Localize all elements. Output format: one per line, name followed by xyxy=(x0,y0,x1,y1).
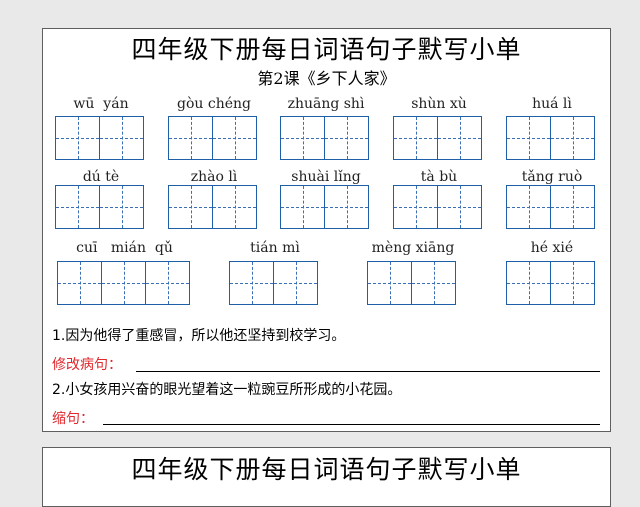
character-grid[interactable] xyxy=(55,116,144,160)
grid-cell[interactable] xyxy=(506,116,551,160)
sentence-two: 2.小女孩用兴奋的眼光望着这一粒豌豆所形成的小花园。 xyxy=(52,382,402,398)
shorten-answer-line[interactable] xyxy=(103,424,600,425)
character-grid[interactable] xyxy=(168,185,257,229)
character-grid[interactable] xyxy=(393,185,482,229)
grid-cell[interactable] xyxy=(506,185,551,229)
shorten-label: 缩句： xyxy=(52,411,94,427)
word-pinyin: huá lì xyxy=(532,96,572,112)
grid-cell[interactable] xyxy=(437,185,482,229)
character-grid[interactable] xyxy=(506,116,595,160)
word-pinyin: shùn xù xyxy=(411,96,467,112)
grid-cell[interactable] xyxy=(506,261,551,305)
grid-cell[interactable] xyxy=(393,116,438,160)
grid-cell[interactable] xyxy=(550,261,595,305)
character-grid[interactable] xyxy=(506,185,595,229)
character-grid[interactable] xyxy=(393,116,482,160)
character-grid[interactable] xyxy=(229,261,318,305)
grid-cell[interactable] xyxy=(99,116,144,160)
character-grid[interactable] xyxy=(57,261,190,305)
worksheet-title: 四年级下册每日词语句子默写小单 xyxy=(131,35,522,64)
grid-cell[interactable] xyxy=(168,116,213,160)
word-pinyin: tà bù xyxy=(420,169,458,185)
word-pinyin: tǎng ruò xyxy=(521,169,583,185)
grid-cell[interactable] xyxy=(101,261,146,305)
grid-cell[interactable] xyxy=(550,116,595,160)
grid-cell[interactable] xyxy=(55,185,100,229)
grid-cell[interactable] xyxy=(212,116,257,160)
next-worksheet-page: 四年级下册每日词语句子默写小单 xyxy=(42,447,611,507)
character-grid[interactable] xyxy=(168,116,257,160)
grid-cell[interactable] xyxy=(212,185,257,229)
character-grid[interactable] xyxy=(367,261,456,305)
grid-cell[interactable] xyxy=(324,116,369,160)
revise-label: 修改病句： xyxy=(52,357,122,373)
worksheet-page: 四年级下册每日词语句子默写小单 第2课《乡下人家》 wū yán gòu ché… xyxy=(42,28,611,432)
grid-cell[interactable] xyxy=(437,116,482,160)
character-grid[interactable] xyxy=(55,185,144,229)
word-pinyin: hé xié xyxy=(530,240,574,256)
word-pinyin: cuī mián qǔ xyxy=(76,240,173,256)
grid-cell[interactable] xyxy=(280,116,325,160)
grid-cell[interactable] xyxy=(324,185,369,229)
word-pinyin: tián mì xyxy=(250,240,300,256)
word-pinyin: wū yán xyxy=(73,96,129,112)
character-grid[interactable] xyxy=(280,185,369,229)
character-grid[interactable] xyxy=(506,261,595,305)
grid-cell[interactable] xyxy=(367,261,412,305)
word-pinyin: shuài lǐng xyxy=(291,169,361,185)
grid-cell[interactable] xyxy=(99,185,144,229)
grid-cell[interactable] xyxy=(550,185,595,229)
character-grid[interactable] xyxy=(280,116,369,160)
grid-cell[interactable] xyxy=(273,261,318,305)
word-pinyin: zhào lì xyxy=(190,169,238,185)
grid-cell[interactable] xyxy=(393,185,438,229)
revise-answer-line[interactable] xyxy=(136,371,600,372)
grid-cell[interactable] xyxy=(411,261,456,305)
grid-cell[interactable] xyxy=(168,185,213,229)
word-pinyin: dú tè xyxy=(82,169,120,185)
grid-cell[interactable] xyxy=(57,261,102,305)
grid-cell[interactable] xyxy=(229,261,274,305)
sentence-one: 1.因为他得了重感冒，所以他还坚持到校学习。 xyxy=(52,328,346,344)
word-pinyin: mèng xiāng xyxy=(371,240,455,256)
word-pinyin: gòu chéng xyxy=(177,96,251,112)
grid-cell[interactable] xyxy=(145,261,190,305)
grid-cell[interactable] xyxy=(280,185,325,229)
worksheet-subtitle: 第2课《乡下人家》 xyxy=(257,69,396,88)
grid-cell[interactable] xyxy=(55,116,100,160)
next-worksheet-title: 四年级下册每日词语句子默写小单 xyxy=(131,455,522,484)
word-pinyin: zhuāng shì xyxy=(287,96,365,112)
